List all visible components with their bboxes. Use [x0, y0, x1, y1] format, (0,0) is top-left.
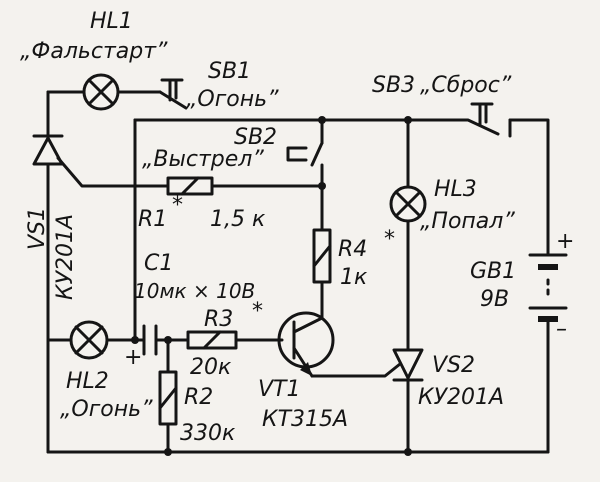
- hl2-ref: HL2: [66, 369, 109, 394]
- lamp-hl3-icon: [389, 185, 427, 223]
- sb2-name: „Выстрел”: [142, 147, 264, 172]
- thyristor-vs2-icon: [392, 348, 424, 382]
- r4-value: 1к: [340, 265, 368, 290]
- hl3-ref: HL3: [434, 177, 477, 202]
- gb1-value: 9В: [480, 287, 509, 312]
- resistor-r3-icon: [186, 330, 238, 350]
- vs2-type: КУ201А: [418, 385, 504, 410]
- resistor-r2-icon: [158, 370, 178, 426]
- sb1-name: „Огонь”: [186, 87, 279, 112]
- lamp-hl1-icon: [82, 73, 120, 111]
- resistor-r4-icon: [312, 228, 332, 284]
- sb3-name: „Сброс”: [420, 73, 512, 98]
- c1-value: 10мк × 10В: [134, 279, 255, 303]
- vs1-ref: VS1: [25, 207, 50, 250]
- hl1-name: „Фальстарт”: [20, 39, 168, 64]
- resistor-r1-icon: [166, 176, 214, 196]
- c1-plus: +: [124, 345, 142, 370]
- vt1-type: КТ315А: [262, 407, 348, 432]
- vs1-type: КУ201А: [53, 214, 78, 300]
- r3-star: *: [252, 299, 263, 324]
- sb1-ref: SB1: [208, 59, 251, 84]
- battery-gb1-icon: [528, 253, 568, 322]
- r3-ref: R3: [204, 307, 233, 332]
- junctions: [131, 116, 412, 456]
- gb1-minus: –: [556, 317, 567, 342]
- gb1-plus: +: [556, 229, 574, 254]
- r4-ref: R4: [338, 237, 367, 262]
- vt1-ref: VT1: [258, 377, 301, 402]
- r4-star: *: [384, 227, 395, 252]
- r1-ref: R1: [138, 207, 167, 232]
- thyristor-vs1-icon: [32, 134, 64, 166]
- r1-value: 1,5 к: [210, 207, 266, 232]
- r3-value: 20к: [190, 355, 232, 380]
- r2-value: 330к: [180, 421, 236, 446]
- switch-sb1-icon: [133, 78, 188, 122]
- capacitor-c1-icon: [142, 324, 158, 356]
- transistor-vt1-icon: [277, 311, 335, 378]
- lamp-hl2-icon: [69, 320, 109, 360]
- r2-ref: R2: [184, 385, 213, 410]
- sb2-ref: SB2: [234, 125, 277, 150]
- hl3-name: „Попал”: [420, 209, 515, 234]
- gb1-ref: GB1: [470, 259, 516, 284]
- sb3-ref: SB3: [372, 73, 415, 98]
- vs2-ref: VS2: [432, 353, 475, 378]
- r1-star: *: [172, 193, 183, 218]
- switch-sb3-icon: [453, 102, 512, 138]
- switch-sb2-icon: [286, 141, 324, 167]
- hl2-name: „Огонь”: [60, 397, 153, 422]
- hl1-ref: HL1: [90, 9, 133, 34]
- c1-ref: C1: [144, 251, 173, 276]
